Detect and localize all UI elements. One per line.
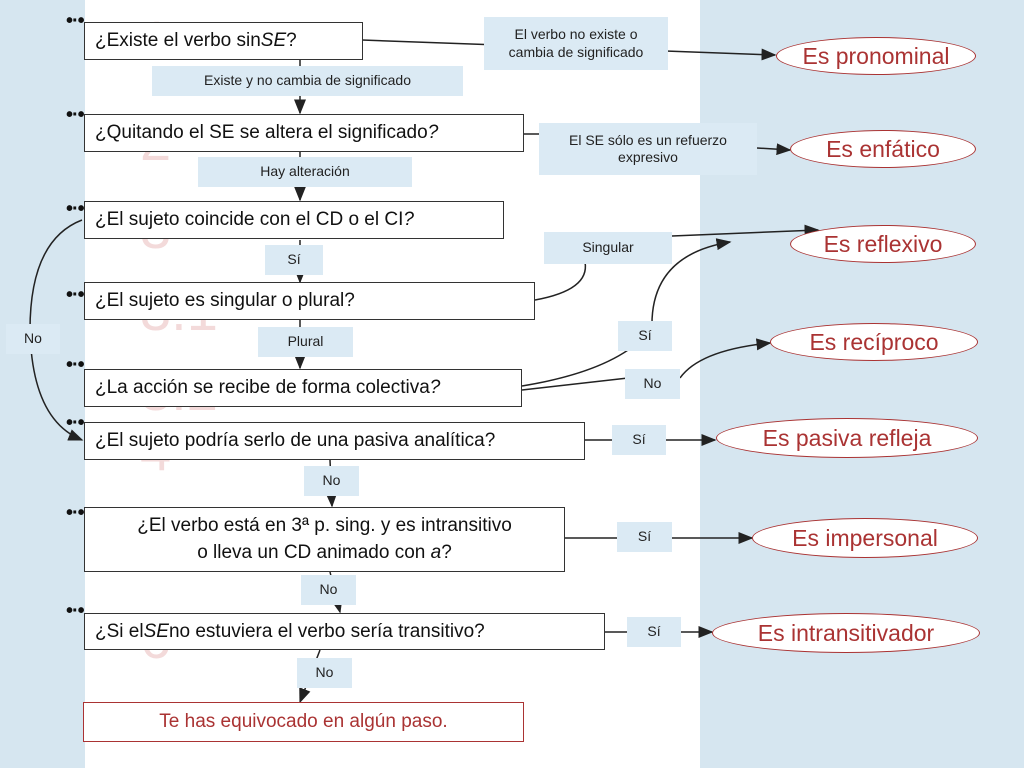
result-reflexivo-text: Es reflexivo — [823, 230, 943, 257]
question-5: ¿El verbo está en 3ª p. sing. y es intra… — [84, 507, 565, 572]
question-3-2: ¿La acción se recibe de forma colectiva? — [84, 369, 522, 407]
label-existe: Existe y no cambia de significado — [152, 66, 463, 96]
label-refuerzo-line2: expresivo — [618, 149, 678, 165]
bullet-dots-icon: •·• — [66, 104, 85, 126]
question-3-1: ¿El sujeto es singular o plural? — [84, 282, 535, 320]
question-5-em: a — [430, 541, 442, 563]
label-si-5: Sí — [617, 522, 672, 552]
bullet-dots-icon: •·• — [66, 198, 85, 220]
question-5-line2: o lleva un CD animado con a? — [197, 540, 452, 567]
question-1-end: ? — [286, 30, 297, 51]
label-alteracion-text: Hay alteración — [260, 163, 350, 180]
question-3-2-end: ? — [429, 377, 441, 398]
label-no-6-text: No — [315, 664, 334, 681]
question-2: ¿Quitando el SE se altera el significado… — [84, 114, 524, 152]
question-2-end: ? — [427, 122, 439, 143]
result-reciproco-text: Es recíproco — [809, 328, 939, 355]
result-pronominal: Es pronominal — [776, 37, 976, 75]
question-6: ¿Si el SE no estuviera el verbo sería tr… — [84, 613, 605, 650]
result-intransitivador: Es intransitivador — [712, 613, 980, 653]
result-intransitivador-text: Es intransitivador — [757, 619, 935, 646]
label-no-5: No — [301, 575, 356, 605]
result-pasiva-refleja: Es pasiva refleja — [716, 418, 978, 458]
line-q32-no — [521, 377, 629, 391]
left-panel — [0, 0, 85, 768]
label-no-existe-line1: El verbo no existe o — [514, 26, 638, 42]
arrow-reflexivo — [671, 224, 820, 237]
label-no-32: No — [625, 369, 680, 399]
label-si-32: Sí — [618, 321, 672, 351]
question-2-text: ¿Quitando el SE se altera el significado — [95, 122, 428, 143]
final-error-text: Te has equivocado en algún paso. — [159, 711, 448, 732]
question-6-text-a: ¿Si el — [95, 620, 144, 642]
question-1-text: ¿Existe el verbo sin — [95, 30, 261, 51]
bullet-dots-icon: •·• — [66, 502, 85, 524]
label-singular-text: Singular — [582, 239, 634, 256]
curve-singular — [534, 261, 587, 301]
label-si-5-text: Sí — [637, 528, 652, 545]
label-si-3: Sí — [265, 245, 323, 275]
label-no-6: No — [297, 658, 352, 688]
question-6-em: SE — [143, 620, 169, 642]
question-3-2-text: ¿La acción se recibe de forma colectiva — [95, 377, 430, 398]
question-5-line2-text: o lleva un CD animado con — [197, 541, 431, 563]
label-si-6-text: Sí — [647, 623, 661, 640]
label-refuerzo: El SE sólo es un refuerzo expresivo — [539, 123, 757, 175]
label-si-32-text: Sí — [638, 327, 652, 344]
bullet-dots-icon: •·• — [66, 412, 85, 434]
result-reflexivo: Es reflexivo — [790, 225, 976, 263]
label-plural-text: Plural — [287, 333, 324, 350]
result-reciproco: Es recíproco — [770, 323, 978, 361]
result-enfatico-text: Es enfático — [826, 135, 940, 162]
result-pronominal-text: Es pronominal — [802, 42, 950, 69]
question-4-text: ¿El sujeto podría serlo de una pasiva an… — [95, 430, 496, 451]
question-3-end: ? — [403, 209, 414, 230]
label-no-5-text: No — [319, 581, 338, 598]
label-alteracion: Hay alteración — [198, 157, 412, 187]
question-5-line1: ¿El verbo está en 3ª p. sing. y es intra… — [137, 514, 512, 536]
label-existe-text: Existe y no cambia de significado — [204, 72, 411, 89]
label-si-6: Sí — [627, 617, 681, 647]
label-plural: Plural — [258, 327, 353, 357]
final-error-box: Te has equivocado en algún paso. — [83, 702, 524, 742]
question-1: ¿Existe el verbo sin SE? — [84, 22, 363, 60]
label-no-left: No — [6, 324, 60, 354]
label-no-existe: El verbo no existe o cambia de significa… — [484, 17, 668, 70]
question-5-line2-end: ? — [441, 541, 452, 563]
bullet-dots-icon: •·• — [66, 284, 85, 306]
question-4: ¿El sujeto podría serlo de una pasiva an… — [84, 422, 585, 460]
question-1-em: SE — [260, 30, 287, 51]
label-singular: Singular — [544, 232, 672, 264]
label-no-4: No — [304, 466, 359, 496]
label-si-4: Sí — [612, 425, 666, 455]
result-pasiva-refleja-text: Es pasiva refleja — [762, 424, 932, 451]
question-6-text-b: no estuviera el verbo sería transitivo? — [168, 620, 485, 642]
result-enfatico: Es enfático — [790, 130, 976, 168]
label-no-left-text: No — [24, 330, 42, 347]
bullet-dots-icon: •·• — [66, 600, 85, 622]
label-refuerzo-line1: El SE sólo es un refuerzo — [569, 131, 727, 148]
label-no-32-text: No — [643, 375, 662, 392]
result-impersonal-text: Es impersonal — [792, 524, 938, 551]
label-si-3-text: Sí — [287, 251, 301, 268]
label-no-existe-line2: cambia de significado — [508, 43, 644, 60]
bullet-dots-icon: •·• — [66, 354, 85, 376]
label-si-4-text: Sí — [632, 431, 646, 448]
question-3: ¿El sujeto coincide con el CD o el CI? — [84, 201, 504, 239]
arrow-reciproco — [679, 338, 772, 379]
bullet-dots-icon: •·• — [66, 10, 85, 32]
arrow-enfatico — [756, 143, 792, 156]
label-no-4-text: No — [322, 472, 341, 489]
question-3-text: ¿El sujeto coincide con el CD o el CI — [95, 209, 404, 230]
question-3-1-text: ¿El sujeto es singular o plural? — [95, 290, 355, 311]
result-impersonal: Es impersonal — [752, 518, 978, 558]
